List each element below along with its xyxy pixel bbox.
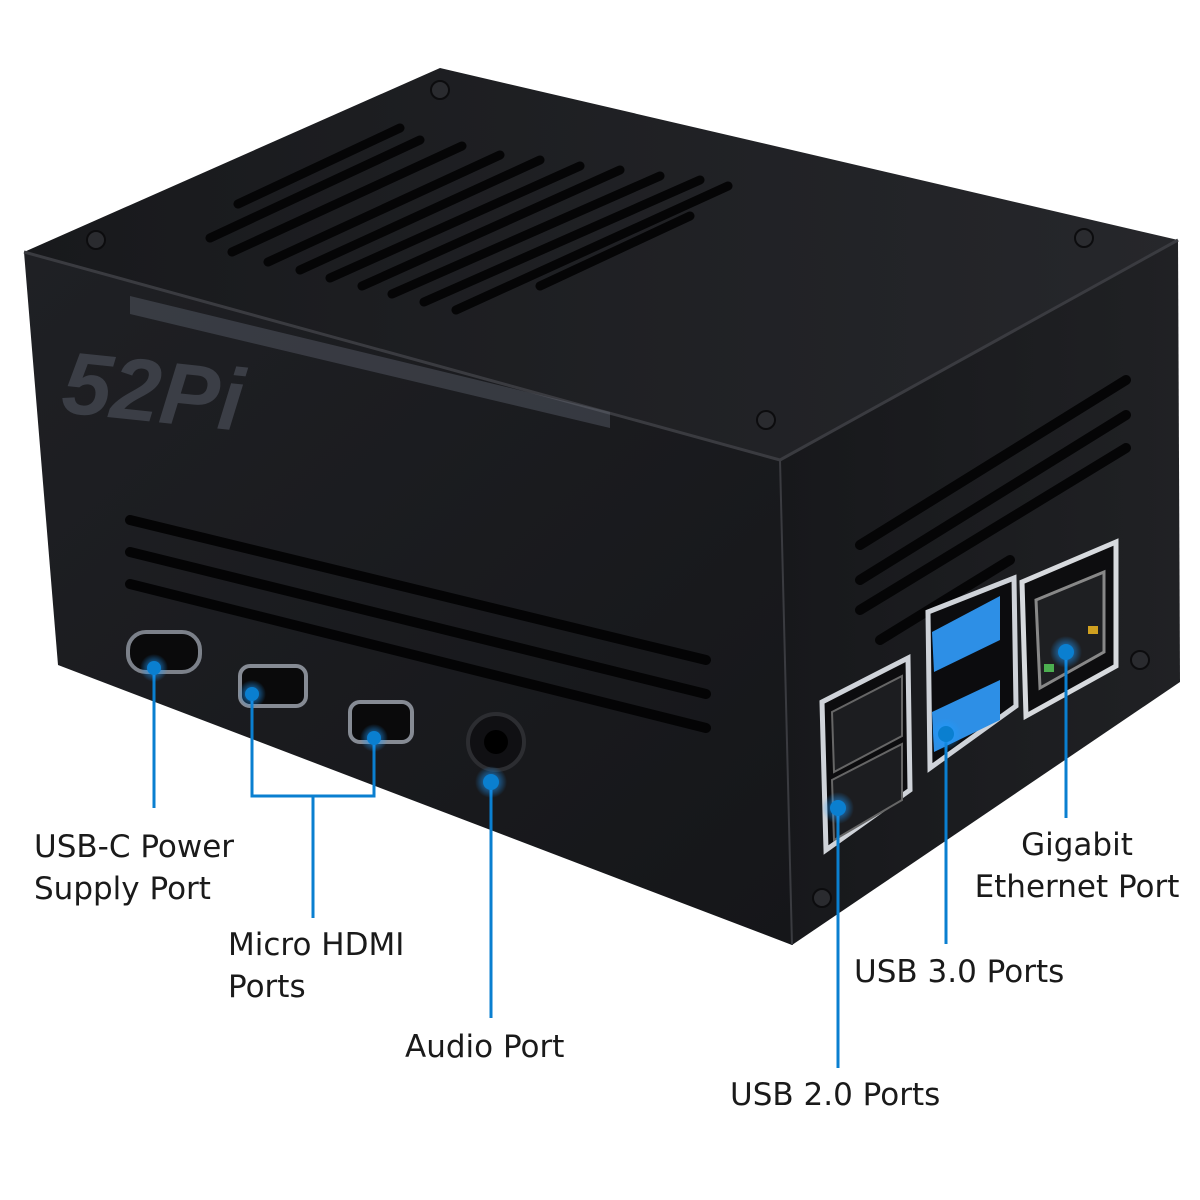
front-slots [125, 515, 711, 733]
side-vent-slots [855, 375, 1131, 645]
callout-dots [140, 636, 1082, 824]
callout-label-usb3: USB 3.0 Ports [854, 954, 1065, 990]
brand-logo: 52Pi [58, 332, 250, 450]
callout-label-audio: Audio Port [405, 1029, 565, 1065]
top-vent-slots [205, 123, 733, 315]
screws [86, 80, 1150, 908]
callout-label-usbc: USB-C Power Supply Port [34, 829, 235, 907]
audio-port [466, 712, 526, 772]
callout-label-usb2: USB 2.0 Ports [730, 1077, 941, 1113]
ethernet-port [1019, 538, 1119, 721]
enclosure-front-face [24, 252, 792, 945]
front-window: 52Pi [58, 296, 610, 450]
callout-label-hdmi: Micro HDMI Ports [228, 927, 405, 1005]
callout-label-ethernet: Gigabit Ethernet Port [974, 827, 1180, 905]
callout-lines [152, 652, 1068, 1068]
